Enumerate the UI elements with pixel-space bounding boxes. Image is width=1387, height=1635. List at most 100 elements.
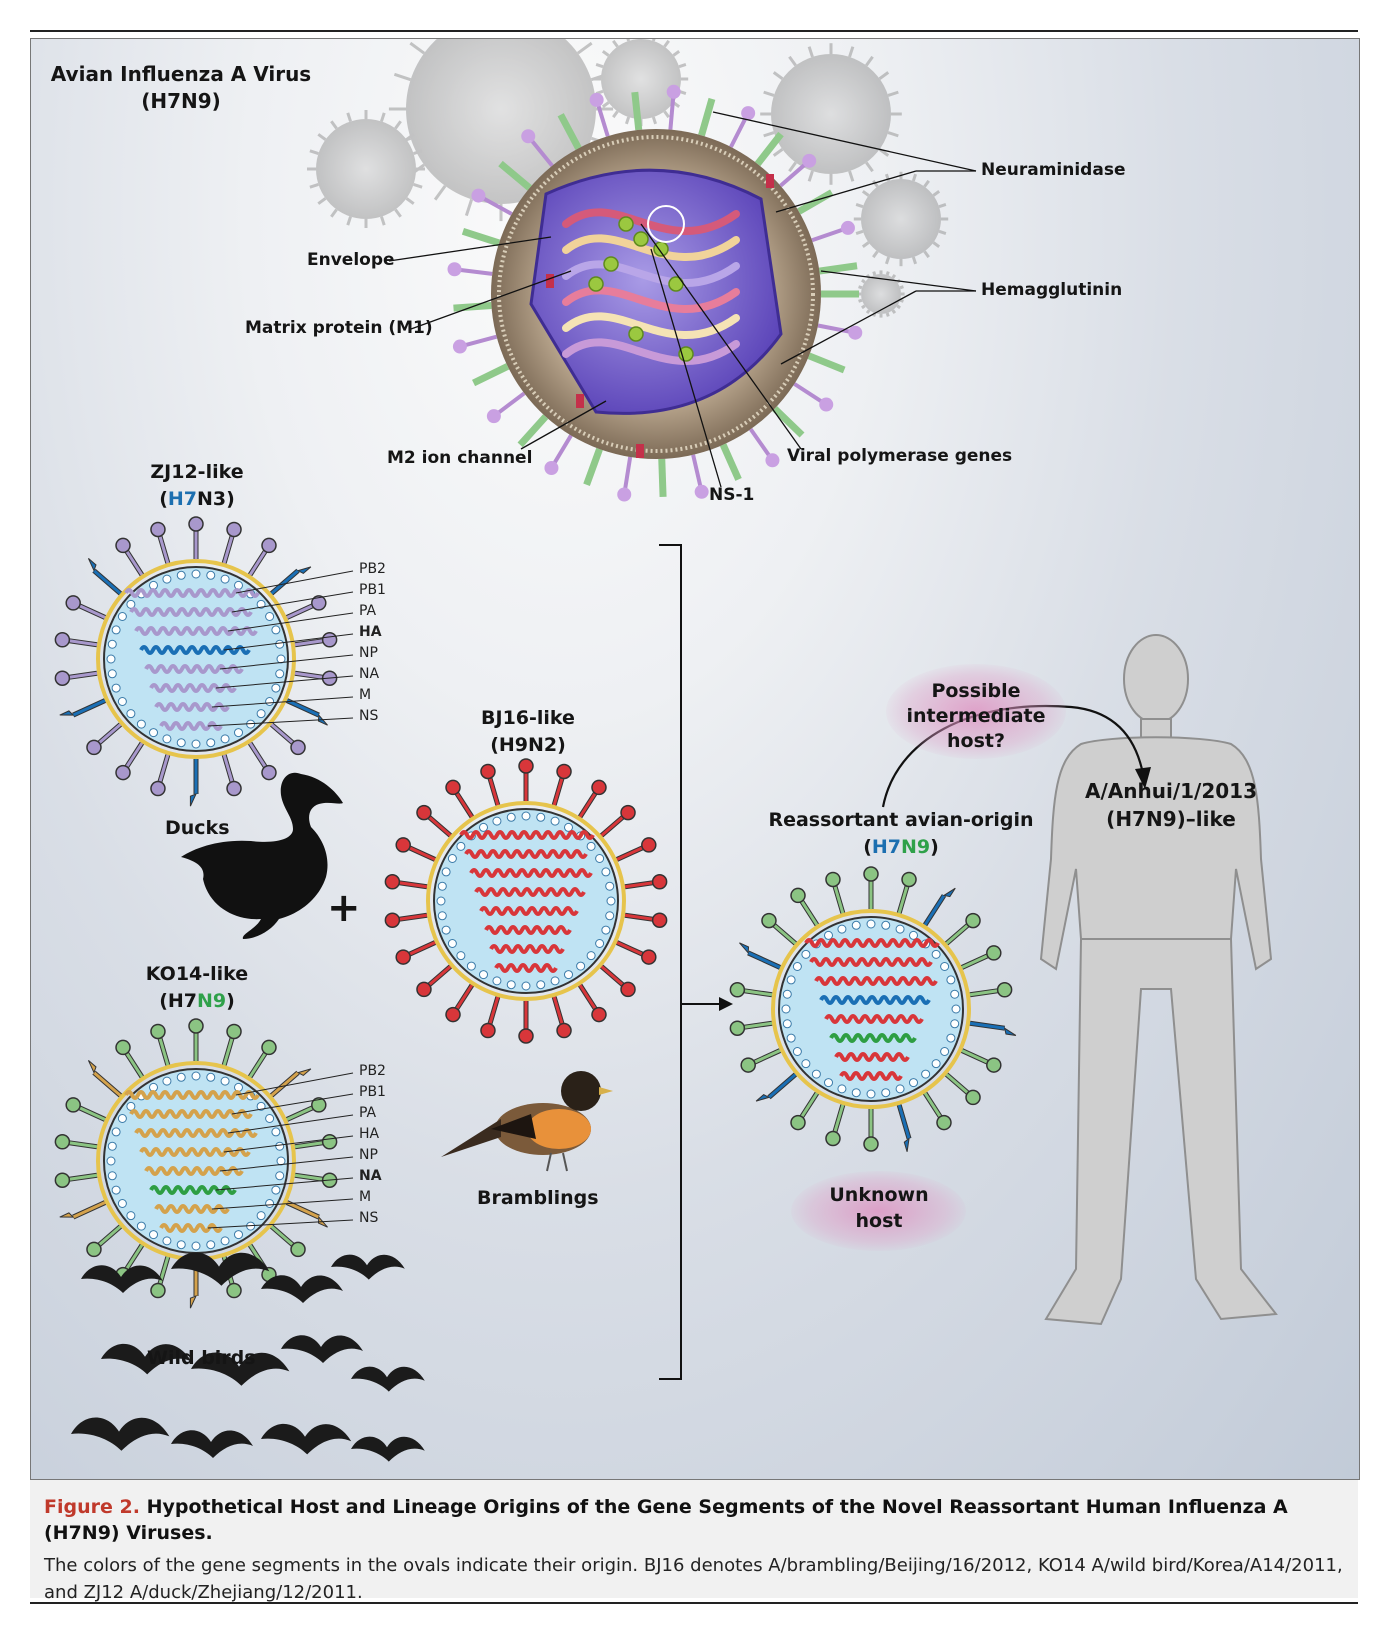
ghost-spike <box>899 285 904 290</box>
ghost-spike <box>891 274 897 279</box>
matrix-bead <box>792 1047 802 1056</box>
ghost-spike <box>380 112 386 122</box>
wild-birds-label: Wild birds <box>147 1347 256 1369</box>
gene-segment <box>494 963 558 973</box>
neuraminidase-head <box>486 409 501 424</box>
ghost-spike <box>865 55 874 67</box>
spike-ha-tip <box>189 1295 197 1309</box>
ghost-spike <box>938 202 947 209</box>
spike-head <box>480 763 496 780</box>
spike-head <box>863 1136 879 1152</box>
virion-lipid-layer <box>497 135 815 453</box>
polymerase-complex <box>628 326 644 342</box>
ghost-spike <box>911 256 918 265</box>
segment-leader <box>227 1114 354 1134</box>
neuraminidase-head <box>589 92 604 107</box>
spike-core <box>286 1201 320 1219</box>
matrix-bead <box>824 1078 833 1088</box>
neuraminidase-head <box>452 339 467 354</box>
spike-core <box>270 569 300 595</box>
spike-ha-tip <box>1003 1027 1017 1036</box>
matrix-bead <box>275 639 285 649</box>
segment-leader <box>219 654 354 670</box>
segment-leader <box>207 1219 354 1229</box>
wild-bird <box>171 1252 270 1286</box>
spike-head <box>416 804 432 821</box>
matrix-bead <box>601 867 611 877</box>
matrix-bead <box>950 1019 960 1029</box>
spike-core <box>969 1021 1005 1030</box>
spike-head <box>825 1130 841 1147</box>
spike-head <box>641 837 657 853</box>
matrix-bead <box>126 1211 136 1221</box>
zj12-segment-leaders <box>207 570 354 727</box>
matrix-bead <box>506 980 516 990</box>
matrix-bead <box>895 924 905 934</box>
label-m2-ion-channel: M2 ion channel <box>387 448 533 468</box>
virus-lipid-ring <box>426 801 626 1001</box>
matrix-bead <box>149 1230 158 1240</box>
spike-core <box>923 894 946 926</box>
ghost-spike <box>413 183 423 189</box>
rna-segment <box>562 286 740 314</box>
ghost-spike <box>330 208 338 218</box>
gene-segment <box>484 925 572 935</box>
plus-sign: + <box>327 885 361 931</box>
wild-bird <box>171 1430 253 1458</box>
matrix-bead <box>550 816 560 826</box>
caption-body: The colors of the gene segments in the o… <box>44 1555 1343 1603</box>
matrix-bead <box>536 980 546 990</box>
matrix-bead <box>492 816 502 826</box>
spike-head <box>825 871 841 888</box>
matrix-bead <box>576 961 586 971</box>
ghost-spike <box>309 149 319 155</box>
spike-head <box>641 949 657 965</box>
matrix-bead <box>106 654 116 664</box>
spike-head <box>86 739 102 756</box>
hemagglutinin-spike <box>461 227 501 247</box>
spike-ha-tip <box>296 566 312 574</box>
matrix-bead <box>441 925 451 935</box>
zj12-seg-pb2: PB2 <box>359 561 386 577</box>
spike-head <box>226 1282 242 1299</box>
intermediate-line-1: Possible <box>931 680 1021 702</box>
matrix-bead <box>176 570 186 580</box>
matrix-bead <box>595 854 605 863</box>
ghost-spike <box>309 183 319 189</box>
spike-head <box>729 1020 746 1036</box>
bj16-label: BJ16-like (H9N2) <box>463 705 593 759</box>
ghost-body <box>601 39 681 119</box>
gene-segment <box>459 830 595 840</box>
spike-head <box>591 1006 607 1023</box>
matrix-bead <box>162 1236 172 1246</box>
spike-head <box>261 764 277 781</box>
matrix-bead <box>117 697 127 706</box>
bj16-virus-diagram <box>384 758 668 1044</box>
spike-head <box>188 1018 204 1034</box>
spike-head <box>86 1241 102 1258</box>
ghost-body <box>316 119 416 219</box>
matrix-bead <box>950 989 960 999</box>
matrix-bead <box>605 911 615 921</box>
matrix-bead <box>837 924 847 934</box>
matrix-bead <box>220 1236 230 1246</box>
matrix-bead <box>782 1019 792 1029</box>
hemagglutinin-spike <box>472 363 510 387</box>
ko14-seg-ns: NS <box>359 1210 379 1226</box>
gene-segment <box>139 645 251 655</box>
matrix-bead <box>107 639 117 649</box>
gene-segment <box>134 626 258 636</box>
spike-head <box>54 1134 71 1150</box>
matrix-bead <box>271 1127 281 1137</box>
label-envelope: Envelope <box>307 250 395 270</box>
gene-segment <box>479 906 579 916</box>
gene-segment <box>804 938 940 948</box>
ghost-spike <box>911 173 918 182</box>
top-rule <box>30 30 1358 32</box>
gene-segment <box>159 721 223 731</box>
matrix-bead <box>220 1076 230 1086</box>
matrix-bead <box>234 580 243 590</box>
ko14-n9: N9 <box>197 990 227 1012</box>
gene-segment <box>464 849 588 859</box>
ghost-spike <box>317 133 327 141</box>
